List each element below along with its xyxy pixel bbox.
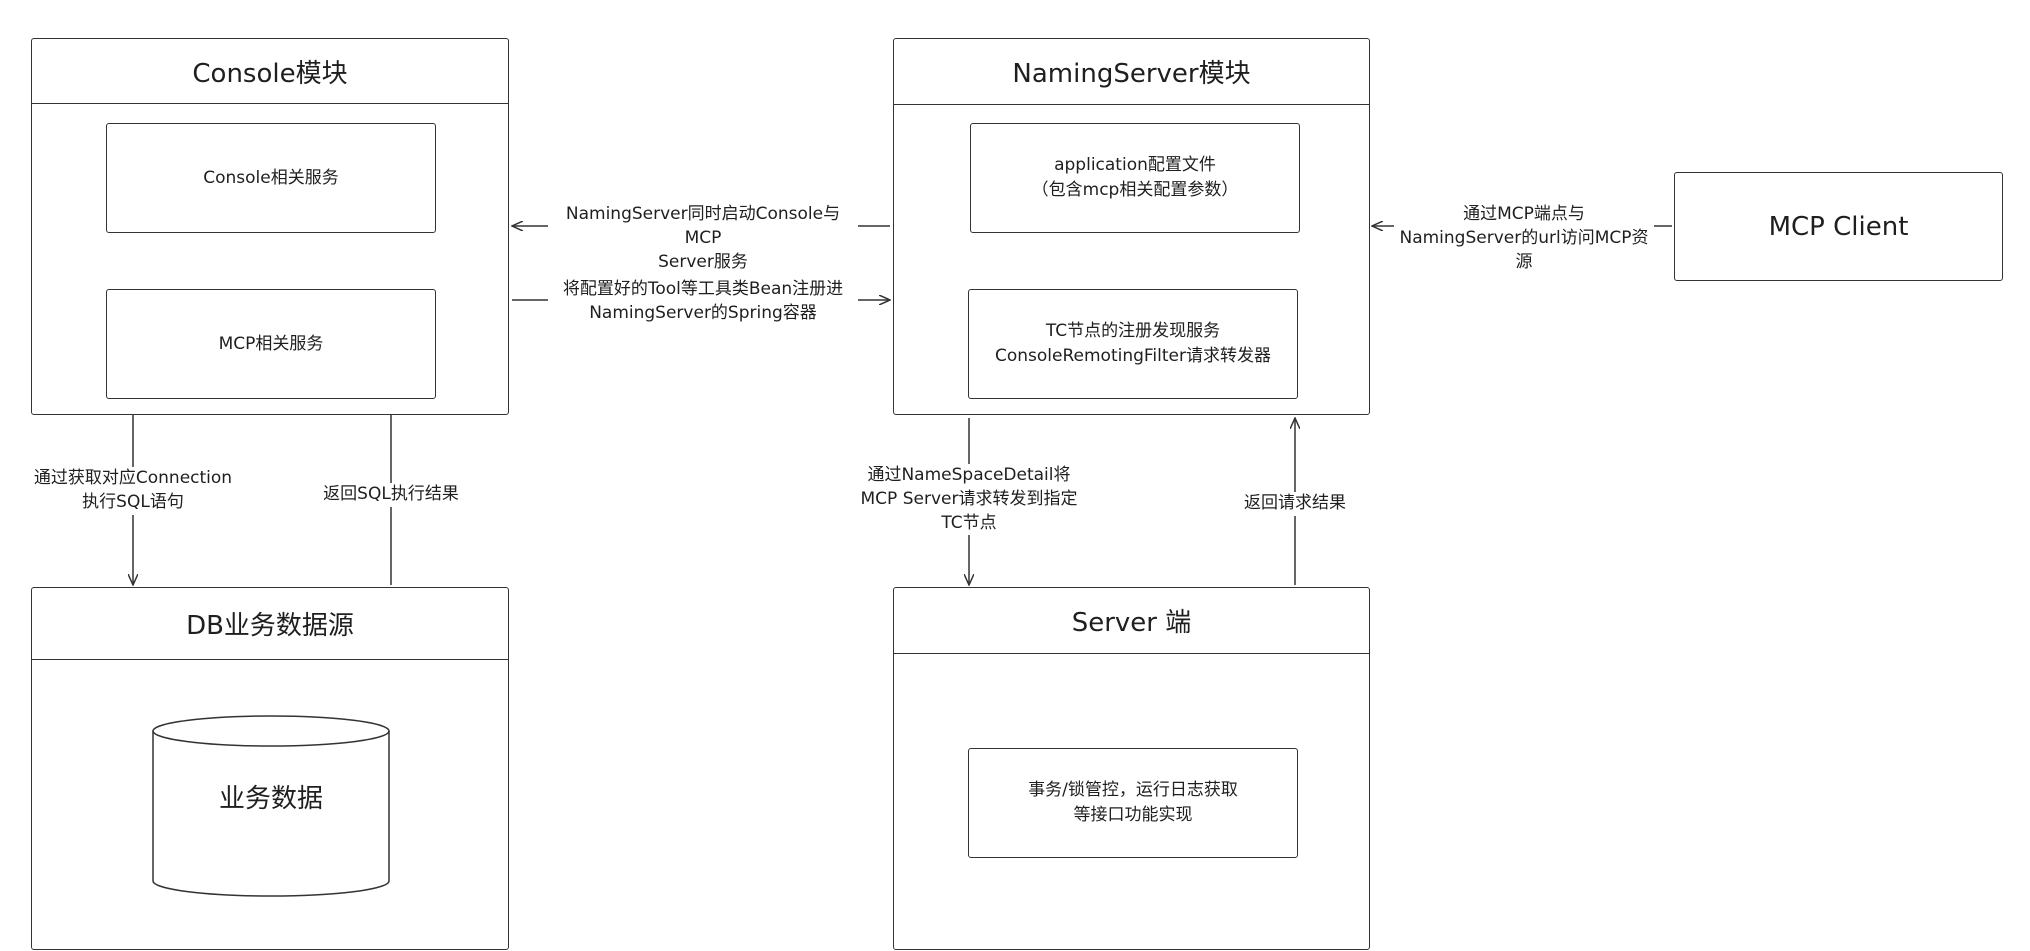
naming-server-module: NamingServer模块 application配置文件 （包含mcp相关配… [893,38,1370,415]
edge-label-naming-to-server: 通过NameSpaceDetail将 MCP Server请求转发到指定 TC节… [855,464,1083,536]
application-config-box: application配置文件 （包含mcp相关配置参数） [970,123,1300,233]
console-module: Console模块 Console相关服务 MCP相关服务 [31,38,509,415]
edge-label-console-to-db: 通过获取对应Connection 执行SQL语句 [32,467,234,515]
edge-label-server-to-naming: 返回请求结果 [1236,492,1354,516]
console-service-box: Console相关服务 [106,123,436,233]
server-module: Server 端 事务/锁管控，运行日志获取 等接口功能实现 [893,587,1370,950]
edge-label-db-to-console: 返回SQL执行结果 [318,483,464,507]
mcp-service-box: MCP相关服务 [106,289,436,399]
mcp-client-title: MCP Client [1768,211,1909,242]
console-module-title: Console模块 [32,39,508,104]
db-module: DB业务数据源 业务数据 [31,587,509,950]
edge-label-client-to-naming: 通过MCP端点与 NamingServer的url访问MCP资源 [1394,203,1654,275]
mcp-client-box: MCP Client [1674,172,2003,281]
database-cylinder-icon [152,715,390,897]
edge-label-console-to-naming: 将配置好的Tool等工具类Bean注册进 NamingServer的Spring… [548,278,858,326]
cylinder-label: 业务数据 [218,784,323,814]
tc-service-box: TC节点的注册发现服务 ConsoleRemotingFilter请求转发器 [968,289,1298,399]
server-module-title: Server 端 [894,588,1369,654]
naming-server-module-title: NamingServer模块 [894,39,1369,105]
db-module-title: DB业务数据源 [32,588,508,660]
server-function-box: 事务/锁管控，运行日志获取 等接口功能实现 [968,748,1298,858]
edge-label-naming-to-console: NamingServer同时启动Console与MCP Server服务 [548,203,858,275]
